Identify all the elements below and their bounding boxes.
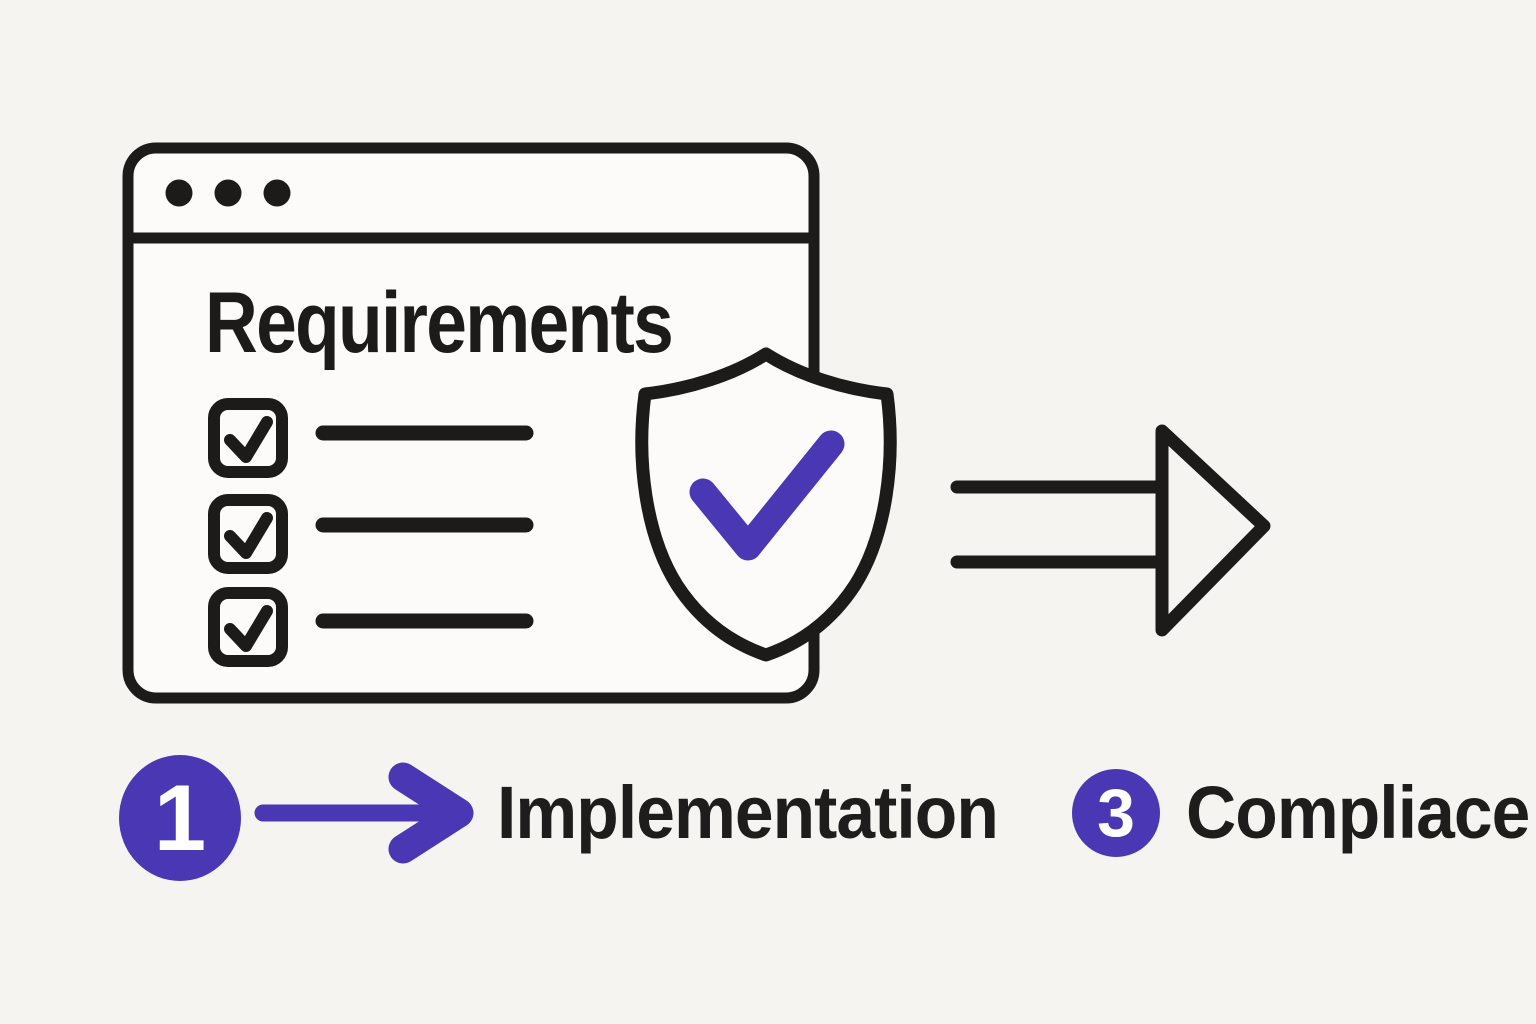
steps-row <box>119 755 1160 881</box>
checklist <box>208 398 534 667</box>
step3-circle <box>1072 769 1160 857</box>
window-title: Requirements <box>205 275 674 371</box>
shield-check-icon <box>635 347 897 662</box>
shield-checkmark <box>689 430 845 561</box>
step-arrow-icon <box>254 762 474 864</box>
step3-number: 3 <box>1097 775 1135 851</box>
checkbox-checked-icon <box>208 494 288 574</box>
checkbox-checked-icon <box>208 587 288 667</box>
step1-label: Implementation <box>497 771 999 854</box>
flow-arrow-icon <box>950 424 1271 637</box>
step3-label: Compliace <box>1186 771 1530 854</box>
step1-number: 1 <box>153 765 207 870</box>
step1-circle <box>119 755 241 881</box>
checkbox-checked-icon <box>208 398 288 478</box>
window-dots-icon <box>165 179 291 207</box>
